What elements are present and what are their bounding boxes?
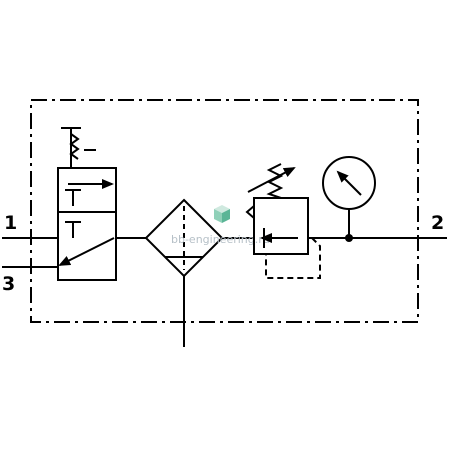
watermark: bb-engineering.ru — [171, 205, 270, 246]
gauge-needle-icon — [336, 170, 362, 196]
shutoff-valve-symbol — [57, 127, 117, 281]
gauge-junction-dot — [345, 234, 353, 242]
main-pipeline — [2, 237, 447, 268]
watermark-text: bb-engineering.ru — [171, 233, 270, 246]
valve-blocked-port-lower — [65, 221, 81, 238]
port-label-exhaust: 3 — [2, 273, 15, 295]
regulator-relief-port — [245, 205, 255, 219]
unit-enclosure-border — [30, 99, 419, 323]
manual-actuator-icon — [61, 127, 96, 168]
valve-blocked-port — [65, 189, 81, 206]
regulator-pilot-line — [265, 237, 321, 279]
valve-body — [57, 167, 117, 281]
filter-symbol — [144, 198, 224, 347]
pressure-gauge-symbol — [322, 156, 376, 242]
port-label-outlet: 2 — [431, 212, 444, 234]
port-label-inlet: 1 — [4, 212, 17, 234]
adjustable-spring-icon — [247, 163, 296, 199]
valve-flow-arrow-exhaust — [58, 237, 115, 266]
cube-logo-icon — [214, 205, 230, 223]
pressure-regulator-symbol — [245, 163, 321, 279]
